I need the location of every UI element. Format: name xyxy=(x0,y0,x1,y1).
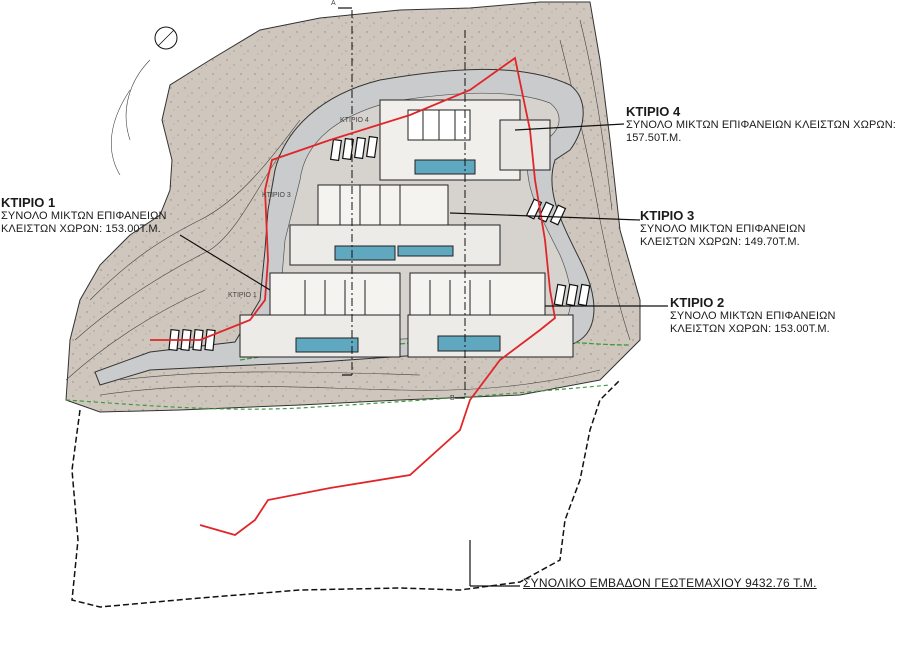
building-4-line2: 157.50Τ.Μ. xyxy=(626,132,682,144)
contour-lines xyxy=(65,19,631,396)
building-2-label: ΚΤΙΡΙΟ 2 ΣΥΝΟΛΟ ΜΙΚΤΩΝ ΕΠΙΦΑΝΕΙΩΝ ΚΛΕΙΣΤ… xyxy=(670,295,836,336)
section-tag-a: A xyxy=(331,0,336,7)
plan-tag-building-4: ΚΤΙΡΙΟ 4 xyxy=(340,117,369,124)
total-plot-area: ΣΥΝΟΛΙΚΟ ΕΜΒΑΔΟΝ ΓΕΩΤΕΜΑΧΙΟΥ 9432.76 Τ.Μ… xyxy=(523,576,817,590)
building-4-line1: ΣΥΝΟΛΟ ΜΙΚΤΩΝ ΕΠΙΦΑΝΕΙΩΝ ΚΛΕΙΣΤΩΝ ΧΩΡΩΝ: xyxy=(626,119,896,131)
building-3-title: ΚΤΙΡΙΟ 3 xyxy=(640,208,695,223)
building-2-line2: ΚΛΕΙΣΤΩΝ ΧΩΡΩΝ: 153.00Τ.Μ. xyxy=(670,323,830,335)
building-2-title: ΚΤΙΡΙΟ 2 xyxy=(670,295,725,310)
building-1-title: ΚΤΙΡΙΟ 1 xyxy=(1,195,56,210)
building-1-line1: ΣΥΝΟΛΟ ΜΙΚΤΩΝ ΕΠΙΦΑΝΕΙΩΝ xyxy=(1,210,167,222)
building-2-plan xyxy=(407,272,574,358)
building-1-plan xyxy=(239,272,401,358)
section-tag-b: B xyxy=(450,395,455,402)
building-3-label: ΚΤΙΡΙΟ 3 ΣΥΝΟΛΟ ΜΙΚΤΩΝ ΕΠΙΦΑΝΕΙΩΝ ΚΛΕΙΣΤ… xyxy=(640,208,806,249)
building-1-line2: ΚΛΕΙΣΤΩΝ ΧΩΡΩΝ: 153.00Τ.Μ. xyxy=(1,223,161,235)
building-1-label: ΚΤΙΡΙΟ 1 ΣΥΝΟΛΟ ΜΙΚΤΩΝ ΕΠΙΦΑΝΕΙΩΝ ΚΛΕΙΣΤ… xyxy=(1,195,167,236)
building-2-line1: ΣΥΝΟΛΟ ΜΙΚΤΩΝ ΕΠΙΦΑΝΕΙΩΝ xyxy=(670,310,836,322)
plan-tag-building-1: ΚΤΙΡΙΟ 1 xyxy=(228,292,257,299)
building-4-title: ΚΤΙΡΙΟ 4 xyxy=(626,104,681,119)
building-3-line2: ΚΛΕΙΣΤΩΝ ΧΩΡΩΝ: 149.70Τ.Μ. xyxy=(640,236,800,248)
building-4-label: ΚΤΙΡΙΟ 4 ΣΥΝΟΛΟ ΜΙΚΤΩΝ ΕΠΙΦΑΝΕΙΩΝ ΚΛΕΙΣΤ… xyxy=(626,104,912,145)
building-3-line1: ΣΥΝΟΛΟ ΜΙΚΤΩΝ ΕΠΙΦΑΝΕΙΩΝ xyxy=(640,223,806,235)
north-arrow-icon xyxy=(154,26,178,50)
building-3-plan xyxy=(289,184,501,266)
leader-lines xyxy=(179,123,668,587)
property-boundary xyxy=(150,56,556,536)
plan-tag-building-3: ΚΤΙΡΙΟ 3 xyxy=(262,192,291,199)
plot-boundary-lower xyxy=(71,379,621,608)
building-4-plan xyxy=(379,99,551,181)
